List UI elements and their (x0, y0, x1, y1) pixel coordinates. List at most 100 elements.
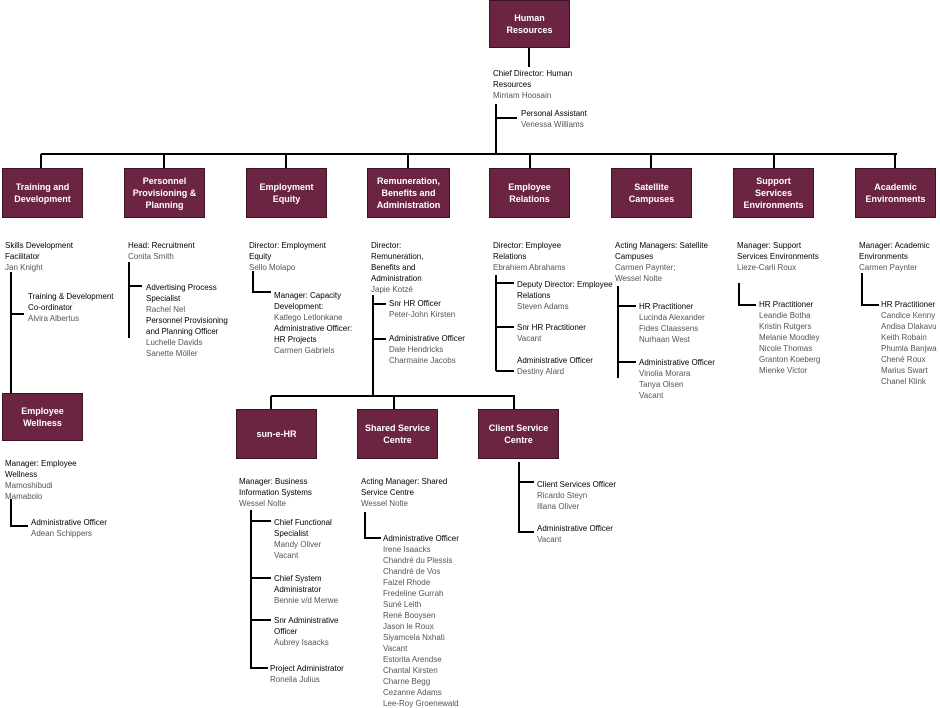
role-title: HR Practitioner (881, 300, 936, 309)
role-title: Director: Employment Equity (249, 241, 326, 261)
person-name: Conita Smith (128, 252, 174, 261)
person-name: Chantal Kirsten (383, 666, 438, 675)
person-name: Jan Knight (5, 263, 43, 272)
person-name: Estorita Arendse (383, 655, 442, 664)
satellite-box: Satellite Campuses (611, 168, 692, 218)
person-name: Vacant (274, 551, 299, 560)
client-title: Client Service Centre (488, 423, 549, 445)
person-name: Wessel Nolte (615, 274, 662, 283)
person-name: Nicole Thomas (759, 344, 813, 353)
person-name: Fides Claassens (639, 324, 699, 333)
role-title: HR Projects (274, 335, 317, 344)
shared-box: Shared Service Centre (357, 409, 438, 459)
person-name: Andisa Dlakavu (881, 322, 937, 331)
person-name: Lieze-Carli Roux (737, 263, 797, 272)
person-name: Illana Oliver (537, 502, 580, 511)
role-title: Administrative Officer (517, 356, 593, 365)
person-name: Rachel Nel (146, 305, 186, 314)
role-title: Advertising Process Specialist (146, 283, 217, 303)
person-name: Leandie Botha (759, 311, 811, 320)
wellness-box: Employee Wellness (2, 393, 83, 441)
person-name: Cezanne Adams (383, 688, 442, 697)
role-title: Manager: Employee Wellness (5, 459, 77, 479)
role-title: Training & Development Co-ordinator (28, 292, 114, 312)
person-name: Ricardo Steyn (537, 491, 588, 500)
person-name: Siyamcela Nxhati (383, 633, 445, 642)
person-name: Chanel Klink (881, 377, 926, 386)
role-title: Manager: Business Information Systems (239, 477, 312, 497)
role-title: Administrative Officer (639, 358, 715, 367)
role-title: Skills Development Facilitator (5, 241, 74, 261)
person-name: Carmen Paynter; (615, 263, 676, 272)
person-name: Mamoshibudi (5, 481, 53, 490)
role-title: Administrative Officer (383, 534, 459, 543)
role-title: Administrative Officer (389, 334, 465, 343)
person-name: Wessel Nolte (361, 499, 408, 508)
person-name: Destiny Alard (517, 367, 565, 376)
wellness-title: Employee Wellness (21, 406, 64, 428)
shared-title: Shared Service Centre (364, 423, 431, 445)
role-title: Manager: Academic Environments (859, 241, 930, 261)
person-name: Marius Swart (881, 366, 928, 375)
person-name: Melanie Moodley (759, 333, 820, 342)
person-name: Charmaine Jacobs (389, 356, 456, 365)
role-title: Client Services Officer (537, 480, 616, 489)
person-name: Faizel Rhode (383, 578, 431, 587)
person-name: Ebrahiem Abrahams (493, 263, 566, 272)
relations-box: Employee Relations (489, 168, 570, 218)
role-title: Snr HR Practitioner (517, 323, 586, 332)
person-name: Vacant (383, 644, 408, 653)
person-name: Sello Molapo (249, 263, 296, 272)
training-box: Training and Development (2, 168, 83, 218)
person-name: Chandré de Vos (383, 567, 441, 576)
person-name: Mienke Victor (759, 366, 808, 375)
chief-director-block: Chief Director: Human Resources Mirriam … (493, 68, 588, 101)
support-box: Support Services Environments (733, 168, 814, 218)
person-name: Tanya Olsen (639, 380, 684, 389)
role-title: Manager: Support Services Environments (737, 241, 819, 261)
person-name: René Booysen (383, 611, 436, 620)
person-name: Ronelia Julius (270, 675, 320, 684)
person-name: Bennie v/d Merwe (274, 596, 339, 605)
person-name: Carmen Paynter (859, 263, 918, 272)
role-title: Personnel Provisioning and Planning Offi… (146, 316, 228, 336)
role-title: Director: Remuneration, Benefits and Adm… (371, 241, 424, 283)
remuneration-title: Remuneration, Benefits and Administratio… (376, 176, 441, 210)
person-name: Chené Roux (881, 355, 926, 364)
academic-title: Academic Environments (865, 182, 926, 204)
role-title: Administrative Officer (31, 518, 107, 527)
person-name: Katlego Letlonkane (274, 313, 343, 322)
person-name: Lucinda Alexander (639, 313, 705, 322)
person-name: Nurhaan West (639, 335, 690, 344)
person-name: Vacant (639, 391, 664, 400)
person-name: Irene Isaacks (383, 545, 431, 554)
role-title: Snr Administrative Officer (274, 616, 339, 636)
role-title: Manager: Capacity Development: (274, 291, 342, 311)
equity-box: Employment Equity (246, 168, 327, 218)
person-name: Candice Kenny (881, 311, 936, 320)
person-name: Carmen Gabriels (274, 346, 335, 355)
person-name: Adean Schippers (31, 529, 92, 538)
provisioning-title: Personnel Provisioning & Planning (132, 176, 197, 210)
academic-box: Academic Environments (855, 168, 936, 218)
person-name: Suné Leith (383, 600, 422, 609)
suneHR-title: sun-e-HR (256, 429, 297, 439)
role-title: Chief Functional Specialist (274, 518, 332, 538)
role-title: Acting Manager: Shared Service Centre (361, 477, 448, 497)
support-title: Support Services Environments (743, 176, 804, 210)
